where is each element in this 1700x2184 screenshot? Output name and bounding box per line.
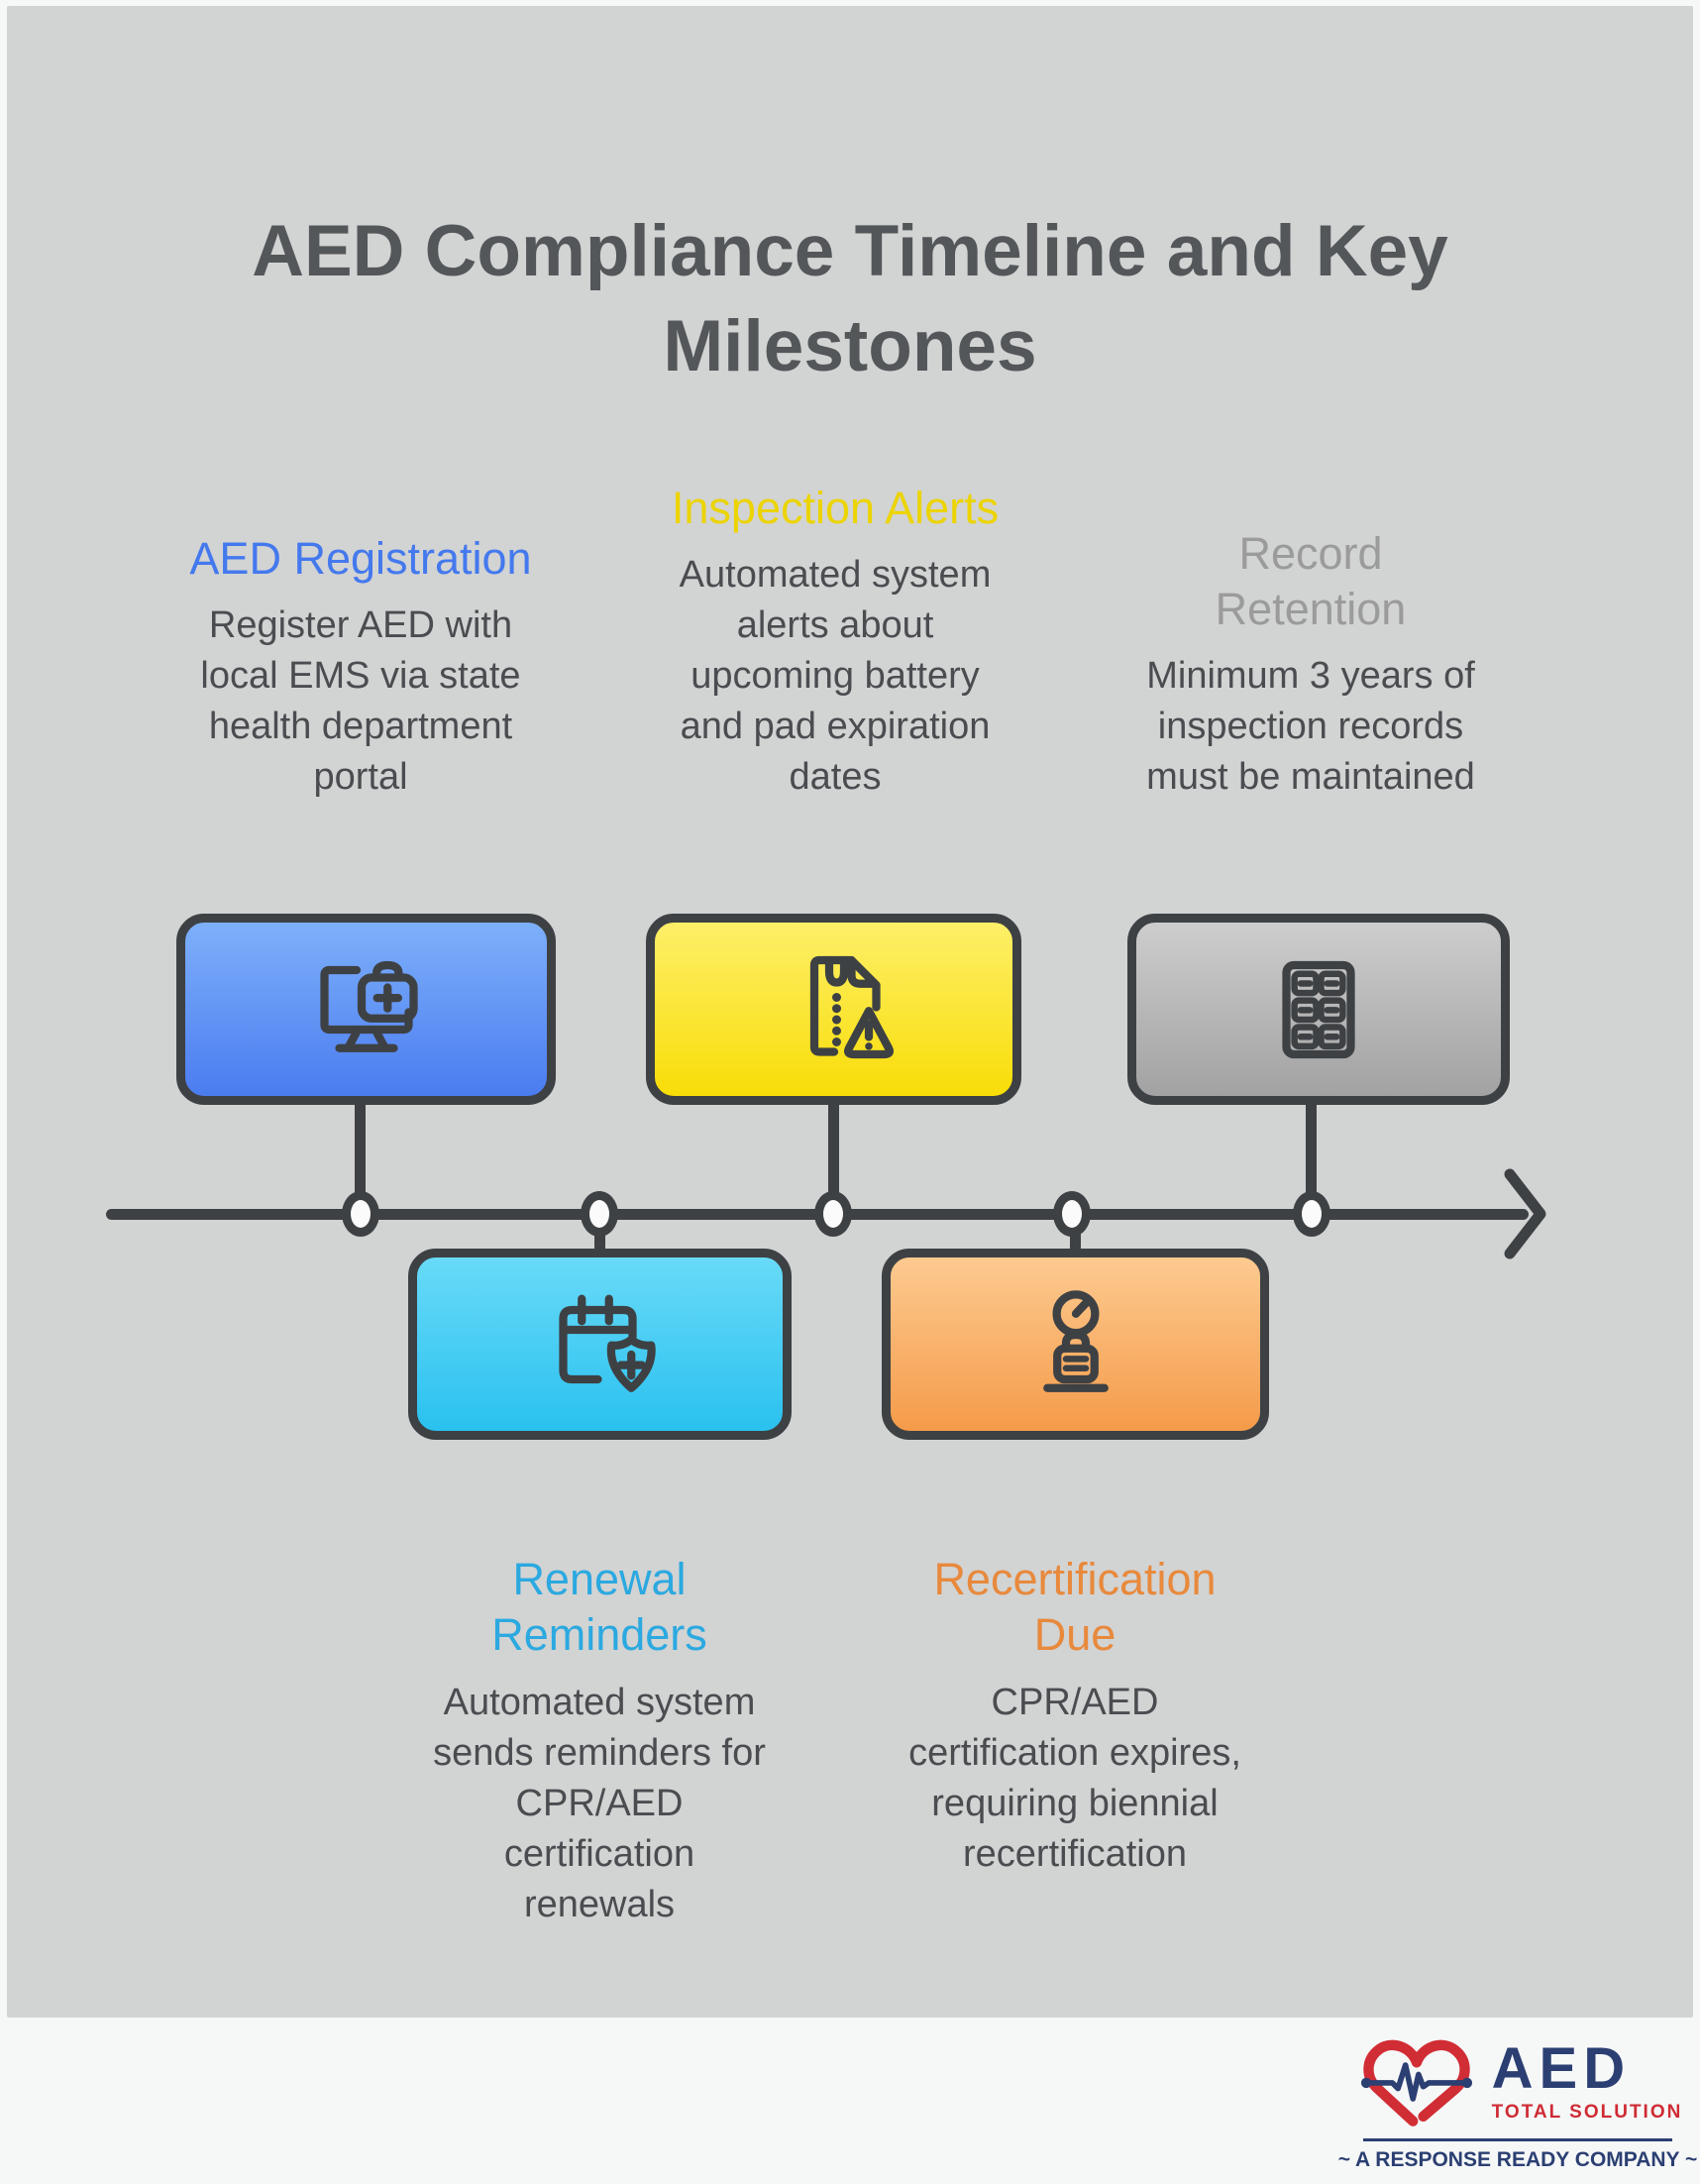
timeline-node-2 xyxy=(581,1191,618,1237)
milestone-label: Recertification Due xyxy=(933,1554,1217,1661)
milestone-box-renewal-reminders xyxy=(408,1249,792,1440)
timeline-node-5 xyxy=(1293,1191,1330,1237)
timeline-node-1 xyxy=(342,1191,379,1237)
milestone-text-recertification-due: Recertification Due CPR/AED certificatio… xyxy=(892,1552,1258,1880)
timeline-node-4 xyxy=(1053,1191,1091,1237)
logo-subtitle: TOTAL SOLUTION xyxy=(1491,2102,1683,2123)
milestone-text-aed-registration: AED Registration Register AED with local… xyxy=(177,531,544,803)
milestone-box-recertification-due xyxy=(882,1249,1269,1440)
monitor-medical-icon xyxy=(319,960,418,1052)
milestone-label: AED Registration xyxy=(189,532,532,584)
timeline-arrow-icon xyxy=(1504,1168,1546,1259)
connector-record-retention xyxy=(1306,1100,1317,1216)
milestone-box-aed-registration xyxy=(176,914,556,1105)
heart-ekg-icon xyxy=(1360,2039,1472,2127)
milestone-box-inspection-alerts xyxy=(646,914,1021,1105)
milestone-description: Register AED with local EMS via state he… xyxy=(200,604,521,798)
milestone-text-renewal-reminders: Renewal Reminders Automated system sends… xyxy=(426,1552,773,1930)
milestone-label: Renewal Reminders xyxy=(491,1554,707,1661)
logo-tagline: ~ A RESPONSE READY COMPANY ~ xyxy=(1337,2148,1698,2171)
connector-inspection-alerts xyxy=(828,1100,839,1216)
stamp-clock-icon xyxy=(1042,1289,1109,1392)
logo-name: AED xyxy=(1491,2036,1632,2101)
brand-logo: AED TOTAL SOLUTION ~ A RESPONSE READY CO… xyxy=(1338,2033,1698,2172)
zip-file-warning-icon xyxy=(809,955,894,1058)
page-title: AED Compliance Timeline and Key Mileston… xyxy=(252,211,1448,386)
logo-divider xyxy=(1363,2138,1672,2141)
milestone-description: Minimum 3 years of inspection records mu… xyxy=(1146,655,1475,798)
milestone-label: Inspection Alerts xyxy=(671,482,1000,533)
connector-aed-registration xyxy=(355,1100,366,1216)
milestone-text-inspection-alerts: Inspection Alerts Automated system alert… xyxy=(662,481,1009,803)
milestone-text-record-retention: Record Retention Minimum 3 years of insp… xyxy=(1142,526,1479,804)
milestone-description: CPR/AED certification expires, requiring… xyxy=(908,1681,1241,1875)
calendar-shield-icon xyxy=(558,1294,656,1392)
timeline-node-3 xyxy=(814,1191,852,1237)
archive-drawers-icon xyxy=(1282,960,1355,1058)
milestone-description: Automated system sends reminders for CPR… xyxy=(433,1681,766,1925)
milestone-description: Automated system alerts about upcoming b… xyxy=(679,554,992,798)
milestone-box-record-retention xyxy=(1127,914,1510,1105)
milestone-label: Record Retention xyxy=(1215,527,1407,634)
